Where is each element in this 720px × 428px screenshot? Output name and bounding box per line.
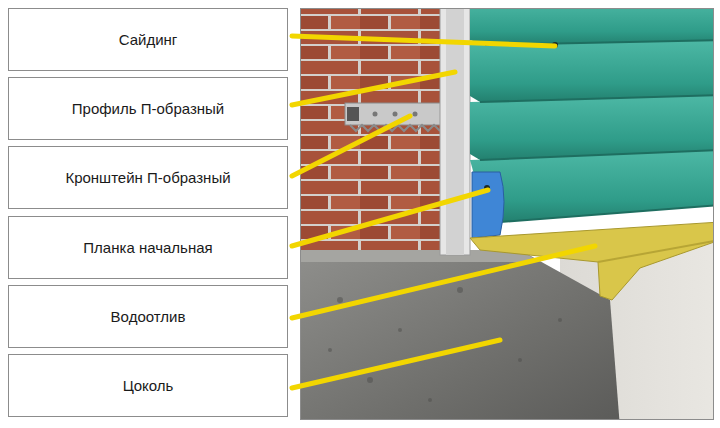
- part-name: Сайдинг: [113, 31, 184, 48]
- leader-lines: [292, 36, 595, 388]
- part-name: Кронштейн П-образный: [59, 169, 236, 186]
- label-box: Сайдинг: [8, 8, 288, 71]
- label-box: Цоколь: [8, 354, 288, 417]
- part-name: Цоколь: [117, 377, 180, 394]
- label-box: Планка начальная: [8, 216, 288, 279]
- label-box: Водоотлив: [8, 285, 288, 348]
- part-name: Планка начальная: [77, 239, 218, 256]
- part-name: Водоотлив: [105, 308, 192, 325]
- label-box: Кронштейн П-образный: [8, 146, 288, 209]
- label-box: Профиль П-образный: [8, 77, 288, 140]
- part-name: Профиль П-образный: [66, 100, 230, 117]
